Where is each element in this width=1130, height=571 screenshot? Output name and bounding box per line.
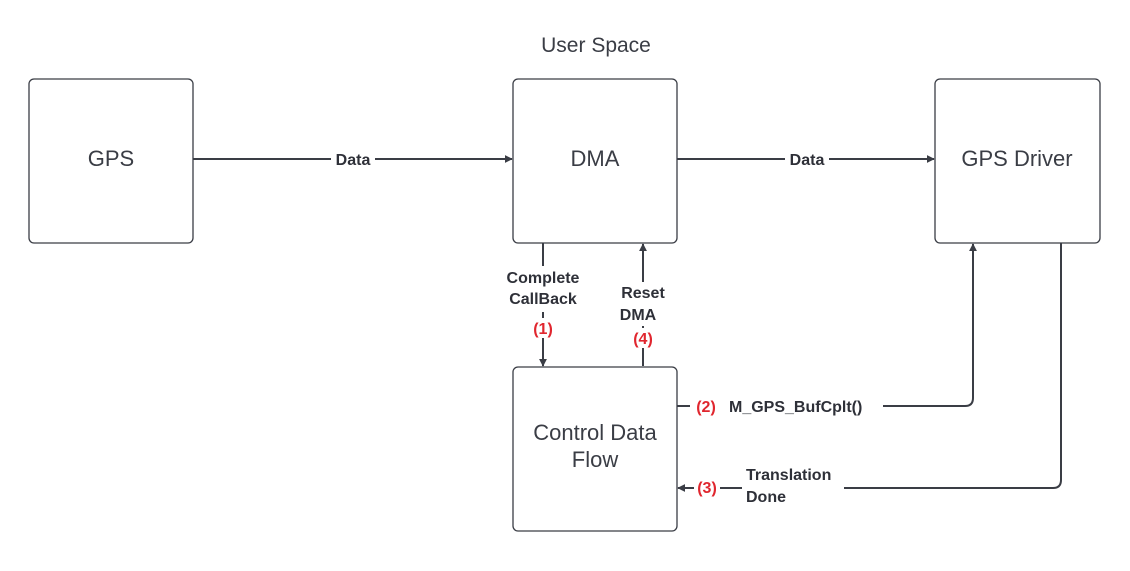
dma-node[interactable]: DMA bbox=[512, 78, 678, 244]
edge-translation-done-line1: Translation bbox=[746, 467, 831, 484]
control-node-label-line1: Control Data bbox=[533, 420, 657, 445]
diagram-title: User Space bbox=[541, 34, 651, 57]
edge-complete-callback-line2: CallBack bbox=[509, 291, 577, 308]
edge-gps-to-dma[interactable]: Data bbox=[193, 148, 513, 169]
edge-dma-to-driver[interactable]: Data bbox=[677, 148, 935, 169]
control-node-label-line2: Flow bbox=[572, 447, 619, 472]
gps-driver-node[interactable]: GPS Driver bbox=[934, 78, 1101, 244]
edge-reset-dma-line2: DMA bbox=[620, 307, 657, 324]
edge-reset-dma-line1: Reset bbox=[621, 285, 665, 302]
edge-reset-dma[interactable]: Reset DMA (4) bbox=[612, 243, 674, 366]
gps-driver-node-label: GPS Driver bbox=[961, 146, 1072, 171]
edge-translation-done-step: (3) bbox=[697, 480, 717, 497]
gps-node-label: GPS bbox=[88, 146, 134, 171]
edge-gps-to-dma-label: Data bbox=[336, 152, 371, 169]
edge-translation-done[interactable]: (3) Translation Done bbox=[677, 243, 1062, 507]
edge-dma-to-driver-label: Data bbox=[790, 152, 825, 169]
edge-complete-callback[interactable]: Complete CallBack (1) bbox=[500, 243, 588, 367]
control-data-flow-node[interactable]: Control Data Flow bbox=[512, 366, 678, 532]
edge-complete-callback-line1: Complete bbox=[507, 270, 580, 287]
dma-node-label: DMA bbox=[571, 146, 620, 171]
edge-buf-cplt[interactable]: (2) M_GPS_BufCplt() bbox=[677, 243, 977, 416]
edge-buf-cplt-label: M_GPS_BufCplt() bbox=[729, 399, 862, 416]
edge-translation-done-line2: Done bbox=[746, 489, 786, 506]
gps-node[interactable]: GPS bbox=[28, 78, 194, 244]
edge-complete-callback-step: (1) bbox=[533, 321, 553, 338]
edge-buf-cplt-step: (2) bbox=[696, 399, 716, 416]
edge-reset-dma-step: (4) bbox=[633, 331, 653, 348]
